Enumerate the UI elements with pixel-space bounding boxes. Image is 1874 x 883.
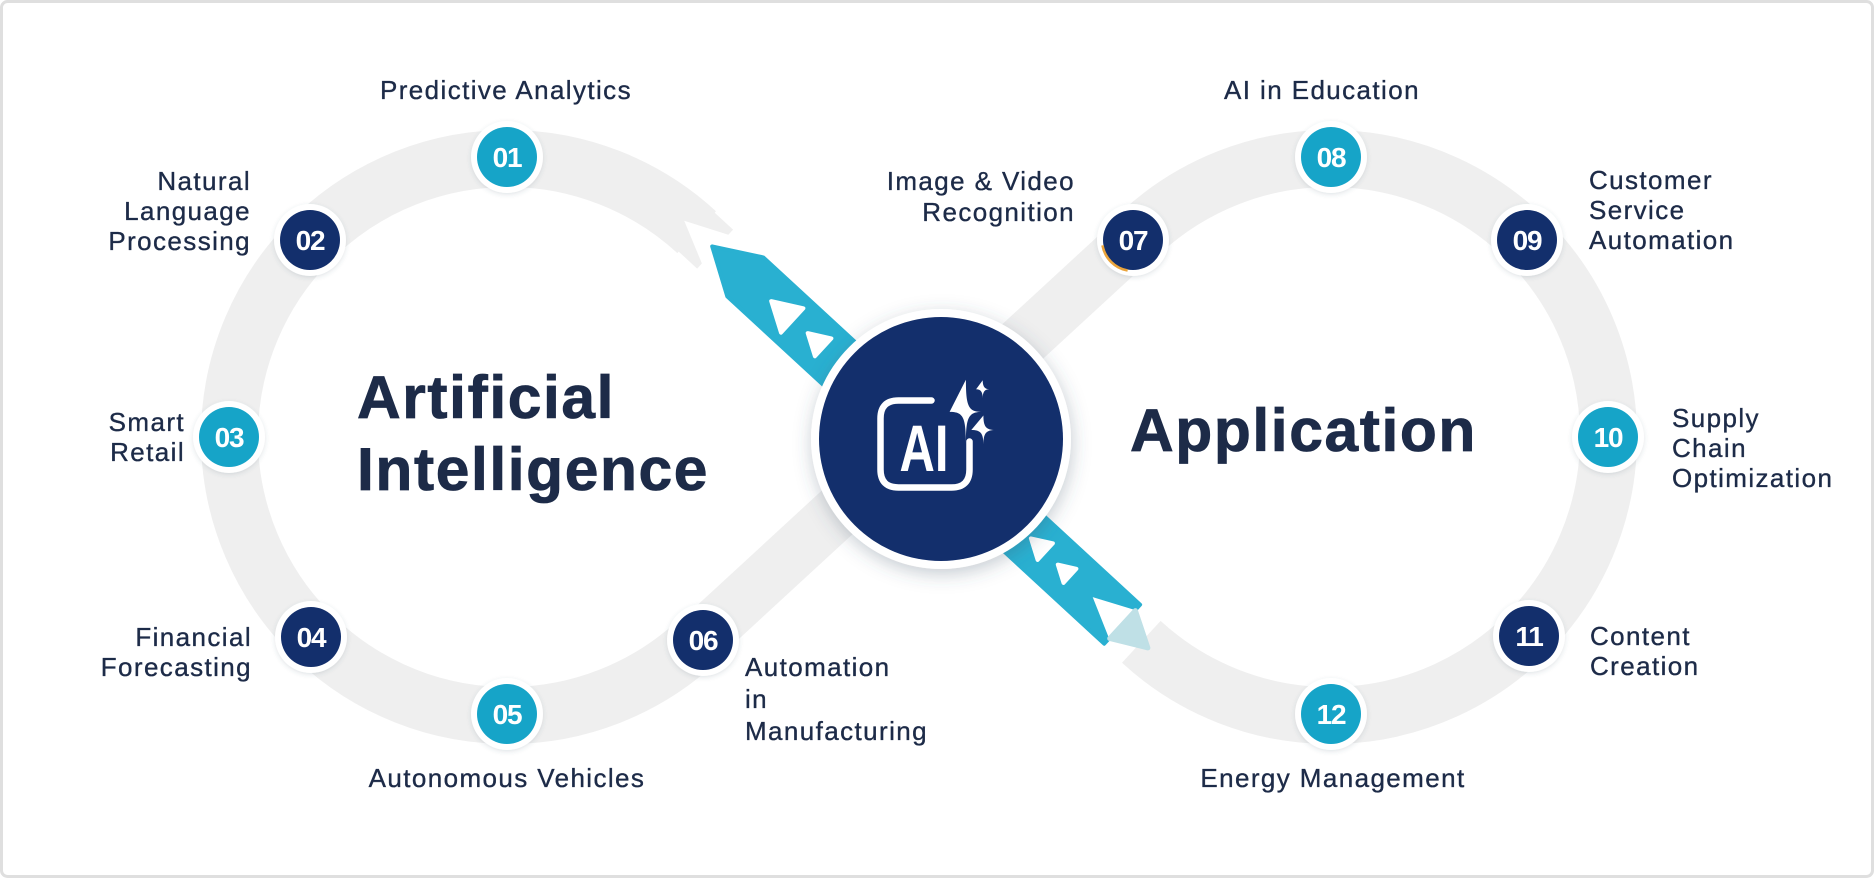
svg-text:Supply: Supply — [1672, 403, 1760, 433]
svg-text:05: 05 — [493, 699, 522, 730]
svg-text:04: 04 — [297, 622, 327, 653]
svg-text:Manufacturing: Manufacturing — [745, 716, 928, 746]
svg-text:Retail: Retail — [110, 437, 185, 467]
svg-text:Creation: Creation — [1590, 651, 1699, 681]
svg-text:Image & Video: Image & Video — [887, 166, 1075, 196]
svg-text:01: 01 — [493, 142, 522, 173]
svg-text:Language: Language — [124, 196, 251, 226]
svg-text:Automation: Automation — [745, 652, 891, 682]
svg-text:06: 06 — [689, 625, 718, 656]
svg-text:Application: Application — [1130, 396, 1477, 464]
svg-text:Service: Service — [1589, 195, 1686, 225]
svg-text:Intelligence: Intelligence — [357, 435, 709, 503]
svg-text:Chain: Chain — [1672, 433, 1747, 463]
svg-text:03: 03 — [215, 422, 244, 453]
svg-text:Energy Management: Energy Management — [1200, 763, 1465, 793]
svg-text:Predictive Analytics: Predictive Analytics — [380, 75, 632, 105]
svg-text:Financial: Financial — [135, 622, 252, 652]
svg-text:11: 11 — [1515, 621, 1543, 652]
svg-text:Processing: Processing — [108, 226, 251, 256]
svg-text:Autonomous Vehicles: Autonomous Vehicles — [369, 763, 646, 793]
svg-text:Recognition: Recognition — [922, 197, 1075, 227]
svg-text:09: 09 — [1513, 225, 1542, 256]
svg-text:in: in — [745, 684, 768, 714]
svg-text:Automation: Automation — [1589, 225, 1735, 255]
svg-text:AI in Education: AI in Education — [1224, 75, 1420, 105]
svg-text:Content: Content — [1590, 621, 1691, 651]
svg-text:Customer: Customer — [1589, 165, 1713, 195]
svg-text:Natural: Natural — [157, 166, 251, 196]
svg-text:AI: AI — [900, 411, 949, 485]
svg-text:10: 10 — [1594, 422, 1623, 453]
svg-text:07: 07 — [1119, 225, 1148, 256]
svg-text:08: 08 — [1317, 142, 1346, 173]
svg-text:12: 12 — [1317, 699, 1346, 730]
svg-text:Forecasting: Forecasting — [101, 652, 252, 682]
svg-text:Optimization: Optimization — [1672, 463, 1833, 493]
svg-text:Smart: Smart — [109, 407, 185, 437]
svg-text:Artificial: Artificial — [357, 363, 615, 431]
svg-text:02: 02 — [296, 225, 325, 256]
